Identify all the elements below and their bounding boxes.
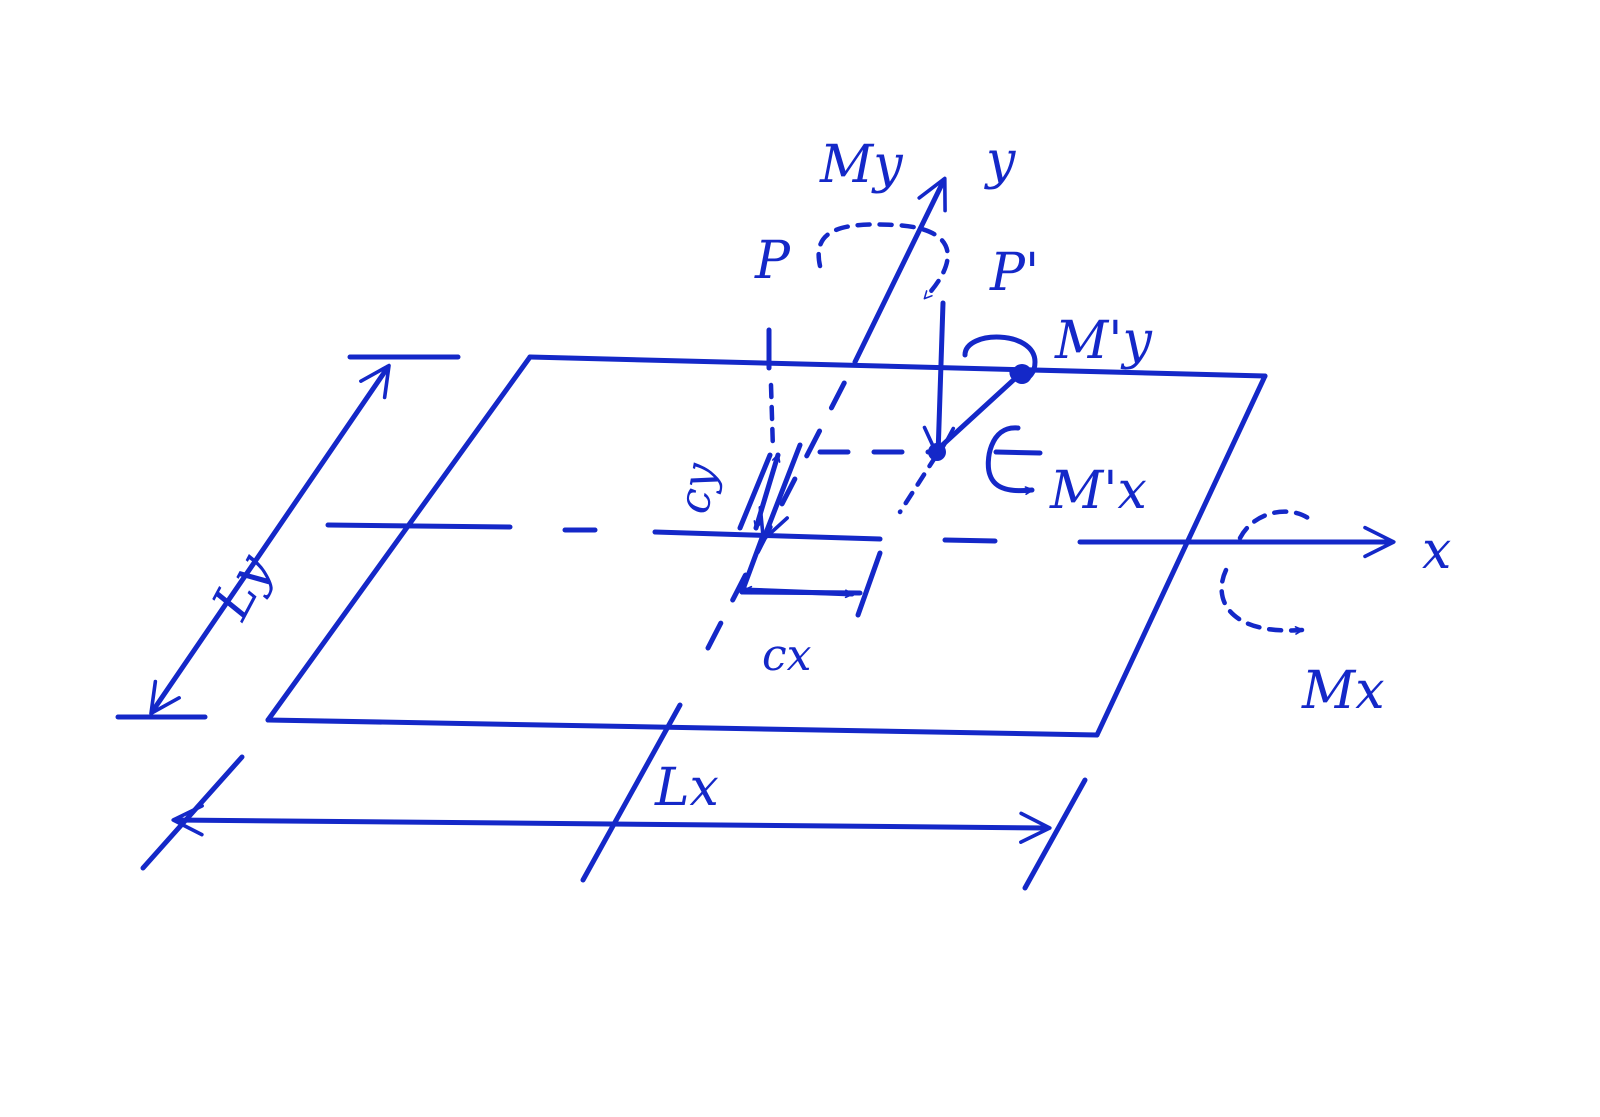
label-lx: Lx — [654, 758, 719, 818]
label-y-axis: y — [984, 131, 1016, 191]
label-mx-prime: M'x — [1049, 461, 1147, 521]
label-p: P — [754, 231, 791, 291]
label-mx: Mx — [1301, 661, 1385, 721]
label-my: My — [819, 135, 903, 195]
y-axis — [705, 176, 947, 651]
ly-dimension — [115, 354, 461, 720]
label-cy: cy — [668, 459, 727, 518]
x-axis — [325, 522, 1396, 559]
moment-mx — [1219, 509, 1311, 635]
lx-dimension — [140, 702, 1088, 891]
moment-mx-prime — [985, 425, 1043, 495]
label-my-prime: M'y — [1054, 311, 1153, 371]
label-ly: Ly — [201, 544, 284, 629]
column-footprint — [737, 442, 883, 618]
load-p-line — [766, 327, 776, 453]
label-p-prime: P' — [989, 243, 1039, 303]
label-x-axis: x — [1422, 521, 1451, 581]
moment-my — [816, 222, 950, 301]
load-p-prime — [817, 300, 1023, 515]
moment-my-prime — [962, 334, 1038, 384]
label-cx: cx — [762, 630, 812, 681]
